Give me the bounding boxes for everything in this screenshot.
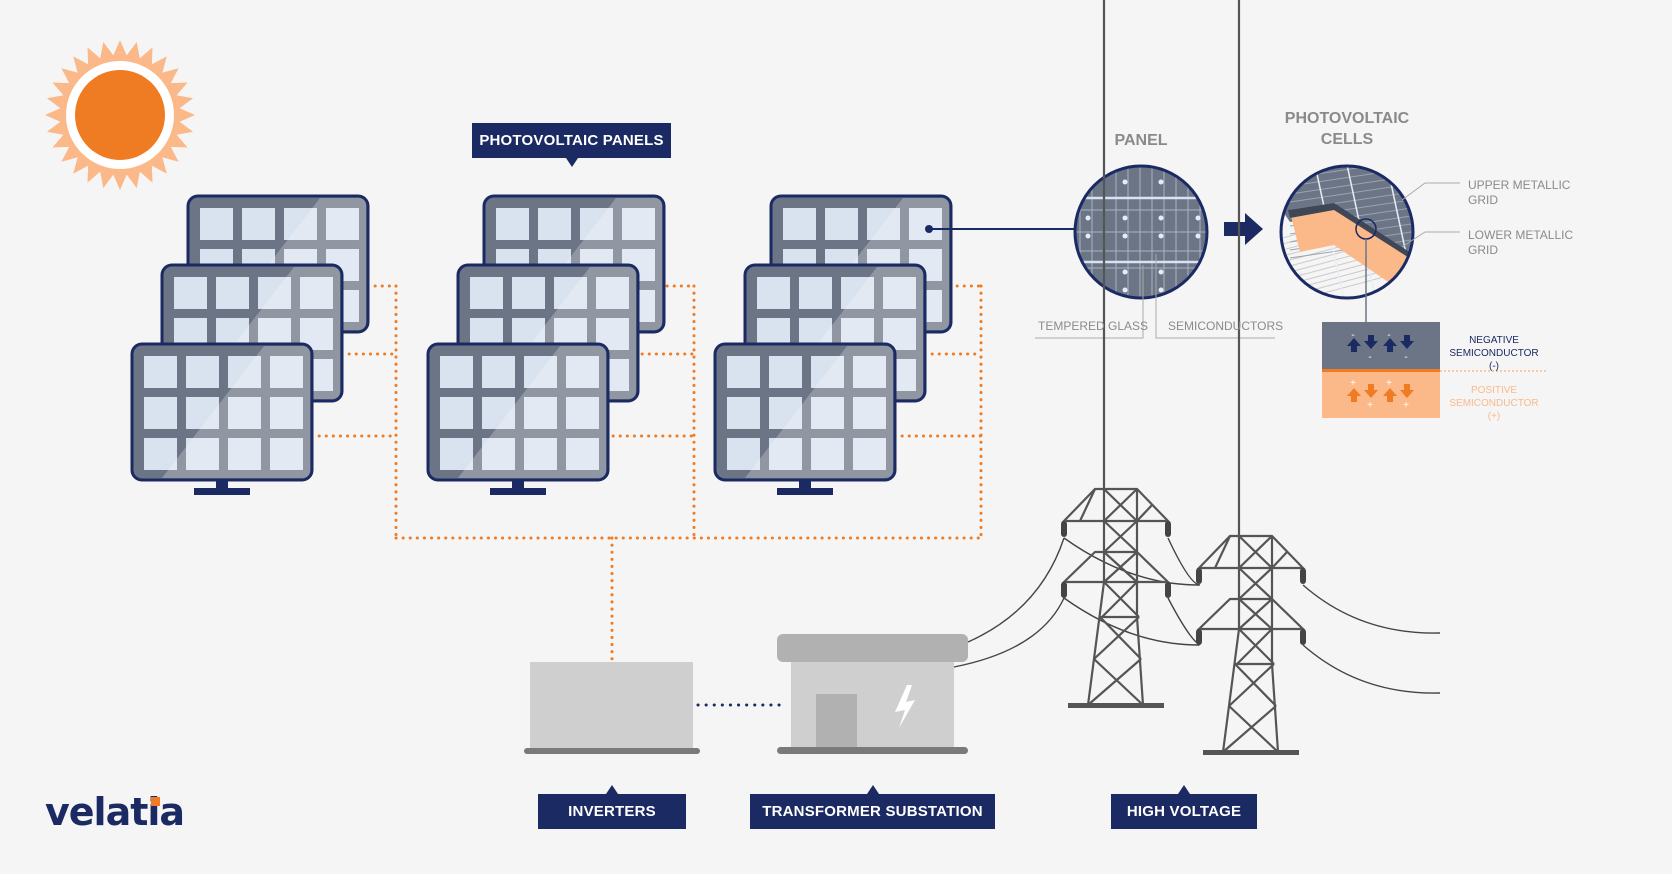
inverters-label: INVERTERS [538,785,686,829]
lower-grid-line2: GRID [1468,243,1498,257]
upper-grid-line1: UPPER METALLIC [1468,178,1571,192]
zoom-connector [925,225,1075,233]
panel-group [426,194,666,495]
inverter-icon [524,662,700,754]
panel-heading: PANEL [1114,132,1168,149]
positive-line2: SEMICONDUCTOR (+) [1449,398,1539,422]
panel-group [713,194,953,495]
semiconductors-label: SEMICONDUCTORS [1168,319,1284,333]
photovoltaic-panels-label: PHOTOVOLTAIC PANELS [472,123,671,167]
lower-grid-label: LOWER METALLIC GRID [1468,228,1573,258]
logo-accent [151,797,160,806]
power-tower-icon [1196,0,1306,755]
positive-line1: POSITIVE [1470,385,1518,396]
upper-grid-line2: GRID [1468,193,1498,207]
solar-panel-icon [426,342,610,482]
svg-text:-: - [1368,352,1371,363]
svg-text:-: - [1387,330,1390,341]
negative-semiconductor-label: NEGATIVE SEMICONDUCTOR (-) [1446,334,1542,373]
svg-text:+: + [1403,400,1409,411]
dc-wiring [310,284,983,662]
substation-icon [777,634,968,754]
svg-text:+: + [1367,400,1373,411]
solar-panel-icon [713,342,897,482]
negative-line2: SEMICONDUCTOR (-) [1449,348,1539,372]
panel-group [130,194,370,495]
sun-icon [45,40,195,190]
positive-semiconductor-label: POSITIVE SEMICONDUCTOR (+) [1446,384,1542,423]
svg-text:+: + [1350,378,1356,389]
arrow-right-icon [1224,213,1263,245]
transformer-substation-label: TRANSFORMER SUBSTATION [750,785,995,829]
svg-text:-: - [1351,330,1354,341]
svg-text:+: + [1386,378,1392,389]
cells-zoom-circle [1279,164,1460,322]
cells-heading-line1: PHOTOVOLTAIC [1284,110,1410,127]
solar-panel-icon [130,342,314,482]
velatia-logo: velatia [45,790,185,834]
power-lines [953,0,1441,755]
cells-heading-line2: CELLS [1320,131,1374,148]
svg-text:-: - [1404,352,1407,363]
lower-grid-line1: LOWER METALLIC [1468,228,1574,242]
tempered-glass-label: TEMPERED GLASS [1038,319,1149,333]
negative-line1: NEGATIVE [1469,335,1519,346]
upper-grid-label: UPPER METALLIC GRID [1468,178,1570,208]
semiconductor-layers: - - - - + + + + [1322,322,1548,418]
cells-heading: PHOTOVOLTAIC CELLS [1272,108,1422,150]
high-voltage-label: HIGH VOLTAGE [1111,785,1257,829]
power-tower-icon [1061,0,1171,708]
lightning-icon [895,685,915,728]
